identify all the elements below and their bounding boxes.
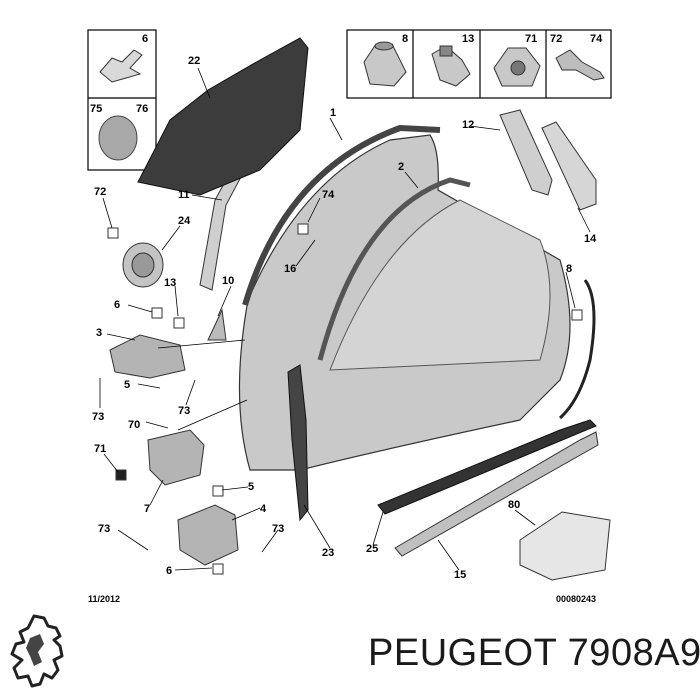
plug-part-75 [98,115,138,161]
callout-23: 23 [322,547,334,559]
callout-70: 70 [128,419,140,431]
part-22-sheet [137,37,309,196]
callout-13-top: 13 [462,33,474,45]
part-14-trim [541,121,597,211]
callout-4: 4 [260,503,267,515]
callout-75: 75 [90,103,102,115]
fastener-71 [493,47,541,87]
footer-ref: 00080243 [556,594,596,604]
hinge-4 [177,504,239,566]
callout-11: 11 [178,189,190,201]
callout-10: 10 [222,275,234,287]
part-8-seal [558,279,596,420]
door-outer-panel [238,134,571,471]
callout-1: 1 [330,107,336,119]
label-squares [107,223,583,575]
callout-14: 14 [584,233,597,245]
callout-73-d: 73 [272,523,284,535]
callout-6-top: 6 [142,33,148,45]
callout-5-b: 5 [248,481,254,493]
callout-73-c: 73 [98,523,110,535]
part-number-caption: PEUGEOT 7908A9 [368,632,700,674]
callout-3: 3 [96,327,102,339]
inset-box-fasteners [346,29,612,99]
callout-71: 71 [94,443,106,455]
part-25-strip [377,419,597,515]
peugeot-lion-icon [10,614,64,688]
callout-6-a: 6 [114,299,120,311]
callout-8-top: 8 [402,33,408,45]
callout-12: 12 [462,119,474,131]
callout-8: 8 [566,263,572,275]
callout-74: 74 [322,189,335,201]
footer-date: 11/2012 [88,594,120,604]
callout-13: 13 [164,277,176,289]
callout-2: 2 [398,161,404,173]
part-12-trim [499,109,553,196]
part-23-seal [287,364,309,522]
callout-80: 80 [508,499,520,511]
rivet-72-74 [555,49,605,81]
check-strap-7 [147,429,205,486]
callout-71-top: 71 [525,33,537,45]
callout-74-top: 74 [590,33,603,45]
inset-box-clips [87,29,157,171]
callout-73-a: 73 [92,411,104,423]
callout-6-b: 6 [166,565,172,577]
leader-lines [99,67,591,571]
part-10-triangle [207,308,227,341]
callout-24: 24 [178,215,191,227]
part-24-speaker [122,242,164,288]
callout-5-a: 5 [124,379,130,391]
door-frame-2 [317,177,471,361]
fastener-13 [431,45,471,87]
callout-22: 22 [188,55,200,67]
callout-76: 76 [136,103,148,115]
callout-73-b: 73 [178,405,190,417]
door-frame-1 [242,124,441,306]
clip-bag-80 [519,511,611,581]
callout-72: 72 [94,186,106,198]
hinge-3 [109,334,186,379]
callout-25: 25 [366,543,378,555]
clip-part-6 [99,49,143,83]
part-15-strip [394,431,599,557]
callout-numbers: 6 22 75 76 8 13 71 72 74 1 12 2 11 72 74… [90,33,603,581]
callout-16: 16 [284,263,296,275]
callout-72-top: 72 [550,33,562,45]
fastener-8 [363,41,407,87]
callout-15: 15 [454,569,466,581]
callout-7: 7 [144,503,150,515]
